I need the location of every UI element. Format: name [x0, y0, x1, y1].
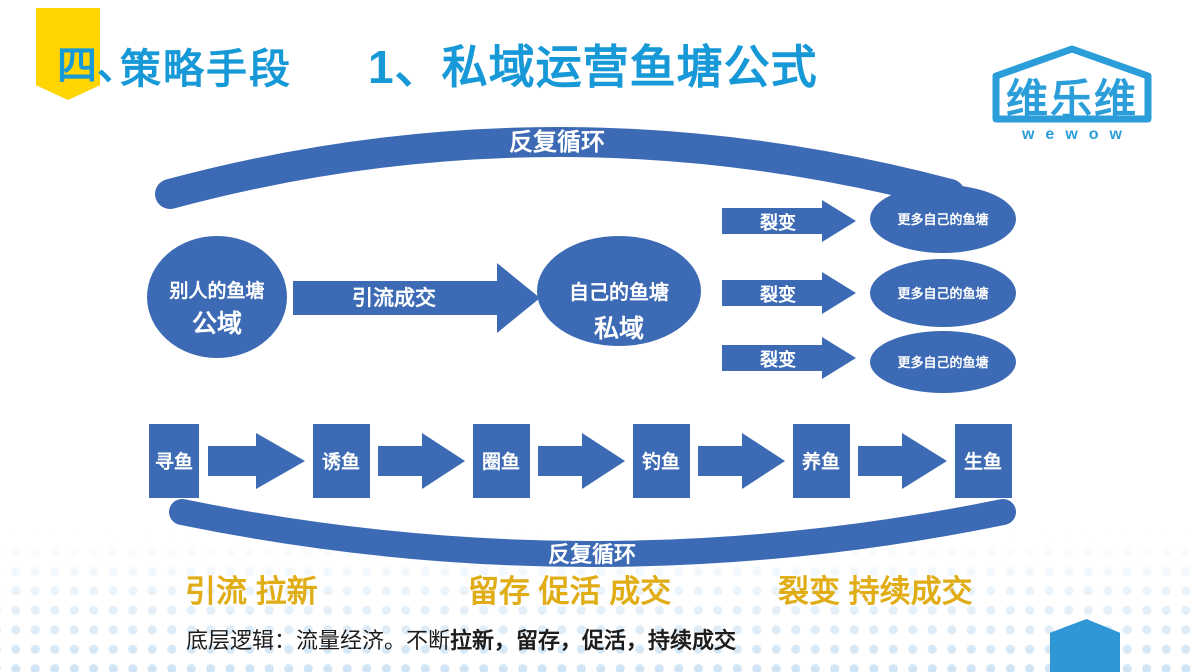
- step-arrow-2: [378, 433, 465, 489]
- more-pond-ellipse-3: [870, 331, 1016, 393]
- stage-label-3: 裂变 持续成交: [778, 574, 973, 609]
- logo-subtext: wewow: [1021, 126, 1133, 143]
- stage-label-2: 留存 促活 成交: [468, 574, 671, 609]
- logic-bold: 拉新，留存，促活，持续成交: [450, 628, 737, 653]
- page-title: 1、私域运营鱼塘公式: [368, 41, 818, 93]
- step-box-4: [633, 424, 690, 498]
- wewow-logo: 维乐维 wewow: [985, 40, 1159, 150]
- own-pond-line2: 私域: [594, 315, 644, 343]
- others-pond-line2: 公域: [192, 310, 242, 338]
- step-label-1: 寻鱼: [155, 450, 193, 473]
- top-cycle-arc: [155, 127, 965, 209]
- own-pond-ellipse: [537, 236, 701, 346]
- main-flow-arrow: [293, 263, 540, 333]
- step-box-1: [149, 424, 199, 498]
- step-label-5: 养鱼: [801, 450, 840, 473]
- step-box-2: [313, 424, 370, 498]
- bottom-logic-text: 底层逻辑：流量经济。不断拉新，留存，促活，持续成交: [186, 623, 736, 655]
- others-pond-ellipse: [147, 236, 287, 358]
- more-pond-ellipse-2: [870, 259, 1016, 327]
- fission-label-2: 裂变: [759, 284, 796, 305]
- more-pond-label-2: 更多自己的鱼塘: [897, 286, 988, 301]
- main-arrow-label: 引流成交: [352, 286, 436, 310]
- own-pond-line1: 自己的鱼塘: [569, 280, 669, 304]
- bottom-cycle-arc: [169, 499, 1016, 567]
- bottom-cycle-label: 反复循环: [548, 542, 636, 567]
- step-arrow-1: [208, 433, 305, 489]
- step-label-2: 诱鱼: [322, 450, 360, 473]
- step-label-4: 钓鱼: [642, 450, 680, 473]
- step-arrow-5: [858, 433, 947, 489]
- fission-arrow-2: [722, 272, 856, 314]
- step-label-3: 圈鱼: [482, 450, 520, 473]
- section-number-badge: [36, 8, 100, 100]
- house-outline-icon: [992, 45, 1152, 123]
- others-pond-line1: 别人的鱼塘: [168, 279, 264, 302]
- step-label-6: 生鱼: [964, 450, 1002, 473]
- step-box-5: [793, 424, 850, 498]
- step-arrow-3: [538, 433, 625, 489]
- more-pond-label-1: 更多自己的鱼塘: [897, 212, 988, 227]
- fission-label-3: 裂变: [759, 349, 796, 370]
- fission-arrow-1: [722, 200, 856, 242]
- section-title: 策略手段: [120, 46, 292, 92]
- fission-arrow-3: [722, 337, 856, 379]
- more-pond-label-3: 更多自己的鱼塘: [897, 355, 988, 370]
- logic-prefix: 底层逻辑：流量经济。不断: [186, 628, 451, 653]
- fission-label-1: 裂变: [759, 212, 796, 233]
- section-number: 四、: [57, 44, 137, 88]
- step-box-6: [955, 424, 1012, 498]
- step-box-3: [473, 424, 530, 498]
- stage-label-1: 引流 拉新: [185, 574, 318, 609]
- logo-name: 维乐维: [1005, 76, 1138, 123]
- more-pond-ellipse-1: [870, 185, 1016, 253]
- top-cycle-label: 反复循环: [509, 128, 605, 156]
- step-arrow-4: [698, 433, 785, 489]
